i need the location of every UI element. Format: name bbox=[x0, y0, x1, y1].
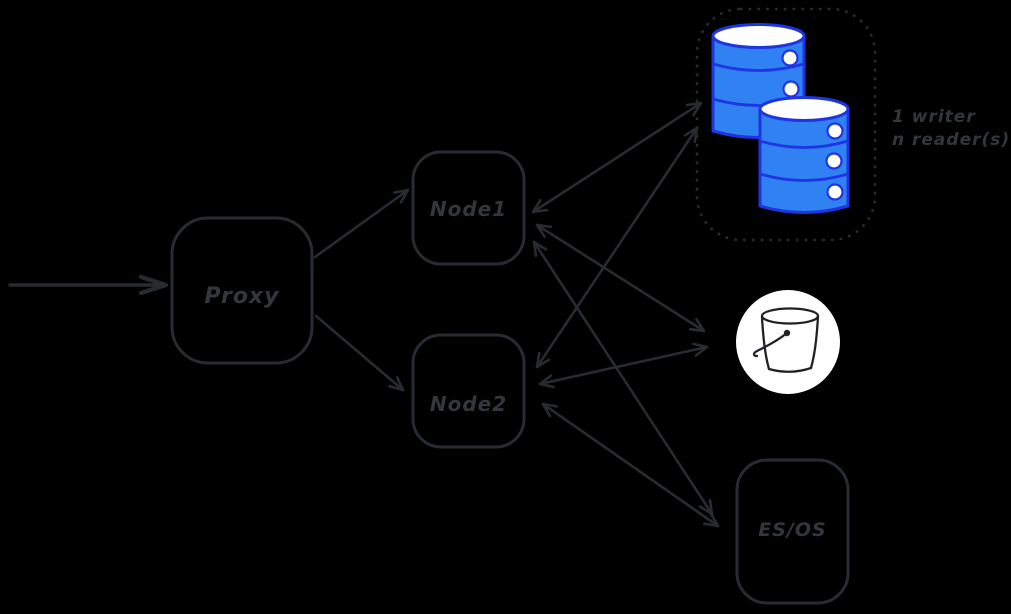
db-indicator bbox=[826, 122, 844, 140]
arrow-shaft bbox=[314, 314, 405, 392]
node1-box bbox=[411, 150, 526, 266]
db-indicator bbox=[782, 80, 800, 98]
database-icon bbox=[758, 96, 850, 214]
arrowhead bbox=[683, 126, 699, 144]
arrowhead bbox=[535, 351, 551, 369]
bucket-icon bbox=[736, 290, 840, 394]
arrowhead bbox=[388, 376, 405, 392]
arrow-shaft bbox=[535, 223, 706, 333]
arrow-shaft bbox=[313, 188, 410, 259]
node2-label: Node2 bbox=[429, 392, 508, 416]
proxy-label: Proxy bbox=[204, 284, 280, 309]
db-separator bbox=[758, 139, 850, 149]
arrowhead bbox=[393, 188, 410, 204]
db-top bbox=[711, 23, 806, 49]
bucket-side bbox=[809, 314, 820, 370]
arrow-shaft bbox=[535, 126, 699, 369]
arrowhead bbox=[532, 240, 548, 258]
edge-proxy-to-node1 bbox=[313, 188, 410, 259]
edge-external-to-proxy bbox=[8, 274, 169, 296]
arrow-shaft bbox=[541, 402, 720, 528]
arrowhead bbox=[531, 198, 549, 214]
edge-node1-bucket bbox=[535, 223, 706, 333]
esos-box bbox=[735, 458, 850, 605]
db-body bbox=[758, 107, 850, 214]
edge-node2-db bbox=[535, 126, 699, 369]
bucket-bottom bbox=[767, 366, 813, 373]
arrow-shaft bbox=[532, 240, 714, 516]
db-separator bbox=[758, 172, 850, 182]
db-annotation-line2: n reader(s) bbox=[892, 130, 1011, 150]
node1-label: Node1 bbox=[429, 197, 508, 221]
bucket-handle bbox=[752, 331, 789, 358]
db-cluster-container bbox=[695, 7, 877, 242]
edge-node1-esos bbox=[532, 240, 714, 516]
arrowhead bbox=[698, 498, 714, 516]
arrowhead bbox=[692, 342, 709, 357]
edge-proxy-to-node2 bbox=[314, 314, 405, 392]
arrowhead bbox=[535, 223, 553, 239]
bucket-badge-circle bbox=[736, 290, 840, 394]
bucket-handle-pivot bbox=[783, 329, 791, 337]
db-separator bbox=[711, 62, 806, 72]
esos-label: ES/OS bbox=[758, 519, 827, 541]
arrowhead bbox=[138, 274, 169, 296]
arrow-shaft bbox=[538, 345, 709, 386]
db-cluster-annotation: 1 writer n reader(s) bbox=[892, 106, 1011, 152]
arrowhead bbox=[538, 374, 555, 389]
arrowhead bbox=[688, 317, 706, 333]
node2-box bbox=[411, 333, 526, 449]
edge-node2-esos bbox=[541, 402, 720, 528]
proxy-box bbox=[170, 216, 314, 365]
db-indicator bbox=[826, 183, 844, 201]
bucket-side bbox=[760, 315, 771, 371]
arrowhead bbox=[541, 402, 559, 418]
db-annotation-line1: 1 writer bbox=[892, 107, 976, 127]
arrowhead bbox=[702, 512, 720, 528]
db-indicator bbox=[825, 152, 843, 170]
db-top bbox=[758, 96, 850, 122]
edge-node2-bucket bbox=[538, 342, 709, 389]
arrow-shaft bbox=[531, 101, 703, 214]
db-indicator bbox=[781, 49, 799, 67]
